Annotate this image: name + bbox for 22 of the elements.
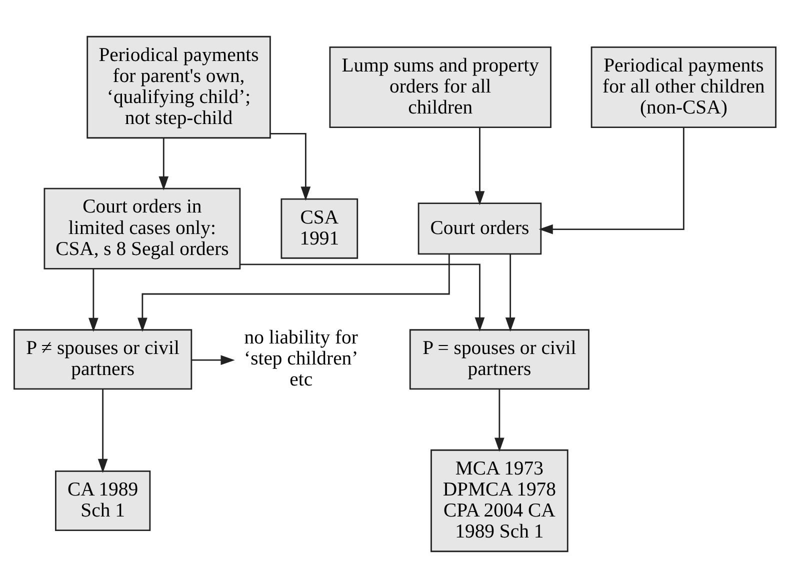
arrow (88, 268, 98, 332)
node-box: CA 1989 Sch 1 (55, 470, 151, 531)
arrow (158, 138, 169, 190)
node-box: Periodical payments for parent's own, ‘qualifying child’; not step-child (86, 36, 271, 139)
node-box: Court orders in limited cases only: CSA, s 8 Segal orders (44, 188, 241, 270)
node-box: Periodical payments for all other children (non-CSA) (590, 46, 776, 128)
node-text: no liability for ‘step children’ etc (244, 326, 358, 391)
arrow (240, 264, 485, 332)
arrow (538, 128, 684, 234)
node-box: P = spouses or civil partners (409, 329, 590, 390)
arrow (474, 127, 485, 206)
arrow (192, 355, 235, 366)
node-box: MCA 1973 DPMCA 1978 CPA 2004 CA 1989 Sch 1 (430, 449, 568, 552)
node-box: Court orders (418, 202, 542, 255)
arrow (138, 254, 450, 332)
arrow (505, 254, 516, 332)
node-box: Lump sums and property orders for all children (329, 46, 552, 128)
node-box: P ≠ spouses or civil partners (14, 329, 192, 390)
node-box: CSA 1991 (280, 198, 358, 259)
arrow (494, 389, 504, 452)
arrow (98, 389, 108, 473)
arrow (270, 132, 311, 201)
